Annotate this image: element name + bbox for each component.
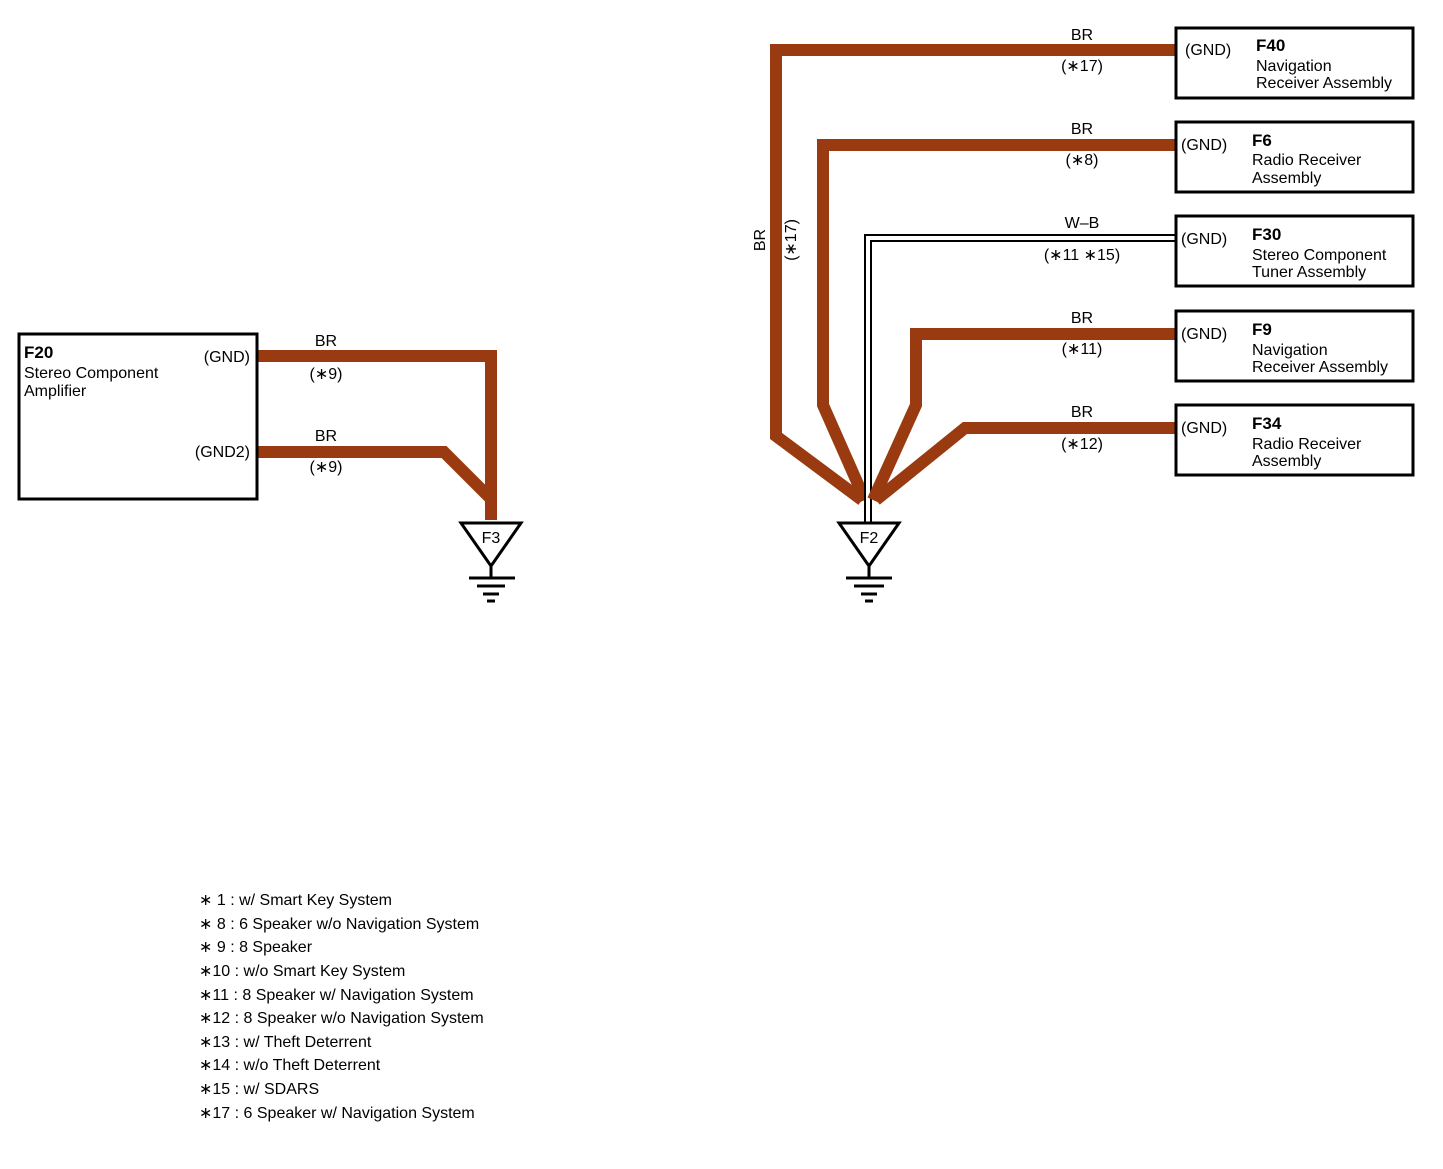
f20-name-line1: Stereo Component (24, 365, 159, 382)
f34-pin-gnd: (GND) (1181, 420, 1227, 437)
f9-pin-gnd: (GND) (1181, 326, 1227, 343)
footnote: ∗ 9 : 8 Speaker (199, 939, 313, 956)
f6-pin-gnd: (GND) (1181, 137, 1227, 154)
ground-f3-label: F3 (482, 530, 501, 547)
wire-color-label: W–B (1065, 215, 1100, 232)
f9-code: F9 (1252, 320, 1272, 339)
ground-f2-label: F2 (860, 530, 879, 547)
footnote: ∗17 : 6 Speaker w/ Navigation System (199, 1105, 475, 1122)
footnotes: ∗ 1 : w/ Smart Key System ∗ 8 : 6 Speake… (199, 892, 484, 1122)
wire-note-label: (∗11) (1062, 341, 1103, 358)
wire-color-label: BR (1071, 27, 1093, 44)
wire-color-label: BR (1071, 310, 1093, 327)
wire-f20-gnd2 (257, 446, 497, 520)
f9-name-line1: Navigation (1252, 342, 1328, 359)
footnote: ∗12 : 8 Speaker w/o Navigation System (199, 1010, 484, 1027)
component-f6: (GND) F6 Radio Receiver Assembly (1174, 120, 1415, 194)
wire-f9 (867, 328, 1175, 503)
footnote: ∗ 1 : w/ Smart Key System (199, 892, 392, 909)
wire-f40 (770, 44, 1175, 505)
f40-pin-gnd: (GND) (1185, 42, 1231, 59)
f30-name-line1: Stereo Component (1252, 247, 1387, 264)
ground-point-f2: F2 (836, 521, 902, 603)
wire-f20-gnd (257, 350, 497, 520)
f20-code: F20 (24, 343, 53, 362)
wire-note-label: (∗17) (1061, 58, 1103, 75)
wire-f34 (872, 422, 1175, 505)
f20-name-line2: Amplifier (24, 383, 87, 400)
wire-note-label-vertical: (∗17) (783, 219, 800, 261)
wire-note-label: (∗11 ∗15) (1044, 247, 1120, 264)
f6-name-line1: Radio Receiver (1252, 152, 1362, 169)
f6-name-line2: Assembly (1252, 170, 1321, 187)
footnote: ∗10 : w/o Smart Key System (199, 963, 405, 980)
component-f9: (GND) F9 Navigation Receiver Assembly (1174, 309, 1415, 383)
wire-color-label: BR (1071, 404, 1093, 421)
wire-color-label: BR (315, 428, 337, 445)
f34-name-line1: Radio Receiver (1252, 436, 1362, 453)
f40-name-line1: Navigation (1256, 58, 1332, 75)
f20-pin-gnd2: (GND2) (195, 444, 250, 461)
f6-code: F6 (1252, 131, 1272, 150)
footnote: ∗11 : 8 Speaker w/ Navigation System (199, 987, 474, 1004)
wire-note-label: (∗8) (1066, 152, 1099, 169)
footnote: ∗ 8 : 6 Speaker w/o Navigation System (199, 916, 479, 933)
ground-point-f3: F3 (458, 521, 524, 603)
wire-color-label: BR (1071, 121, 1093, 138)
f40-name-line2: Receiver Assembly (1256, 75, 1392, 92)
f20-pin-gnd: (GND) (204, 349, 250, 366)
wire-color-label-vertical: BR (752, 229, 769, 251)
f9-name-line2: Receiver Assembly (1252, 359, 1388, 376)
wire-note-label: (∗9) (310, 459, 343, 476)
f30-code: F30 (1252, 225, 1281, 244)
footnote: ∗14 : w/o Theft Deterrent (199, 1057, 381, 1074)
component-f40: (GND) F40 Navigation Receiver Assembly (1174, 26, 1415, 100)
wire-note-label: (∗9) (310, 366, 343, 383)
f30-name-line2: Tuner Assembly (1252, 264, 1366, 281)
footnote: ∗13 : w/ Theft Deterrent (199, 1034, 372, 1051)
footnote: ∗15 : w/ SDARS (199, 1081, 319, 1098)
f34-code: F34 (1252, 414, 1282, 433)
wire-f30 (864, 234, 1175, 522)
wire-color-label: BR (315, 333, 337, 350)
component-f30: (GND) F30 Stereo Component Tuner Assembl… (1174, 214, 1415, 288)
f34-name-line2: Assembly (1252, 453, 1321, 470)
component-f20: F20 Stereo Component Amplifier (GND) (GN… (17, 332, 259, 501)
wire-note-label: (∗12) (1061, 436, 1103, 453)
f30-pin-gnd: (GND) (1181, 231, 1227, 248)
wire-f6 (817, 139, 1175, 503)
component-f34: (GND) F34 Radio Receiver Assembly (1174, 403, 1415, 477)
f40-code: F40 (1256, 36, 1285, 55)
